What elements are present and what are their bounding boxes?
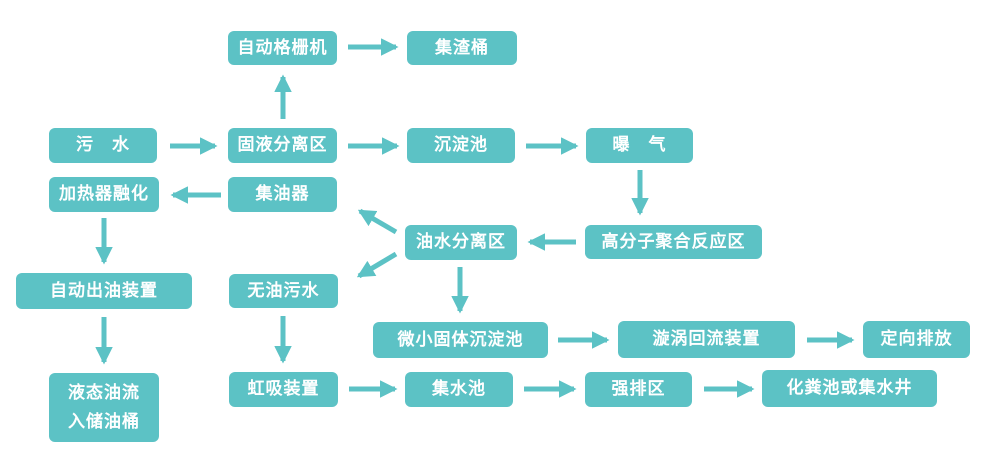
- node-oil-collector: 集油器: [228, 177, 337, 212]
- node-slag-bucket: 集渣桶: [407, 31, 517, 65]
- node-liquid-oil-to-storage: 液态油流 入储油桶: [49, 373, 159, 442]
- node-septic-tank-or-well: 化粪池或集水井: [762, 370, 937, 407]
- node-sedimentation-tank: 沉淀池: [407, 128, 515, 163]
- node-vortex-reflux-device: 漩涡回流装置: [618, 321, 795, 358]
- node-forced-drainage-zone: 强排区: [585, 372, 692, 407]
- node-siphon-device: 虹吸装置: [229, 372, 338, 407]
- node-heater-melting: 加热器融化: [49, 177, 159, 212]
- node-directional-discharge: 定向排放: [863, 321, 970, 358]
- node-solid-liquid-separation: 固液分离区: [228, 128, 337, 163]
- node-auto-oil-outlet: 自动出油装置: [16, 273, 192, 309]
- node-aeration: 曝 气: [586, 128, 693, 163]
- arrow-oil-water-separation-to-oil-free-sewage: [356, 251, 398, 279]
- node-oil-free-sewage: 无油污水: [229, 274, 338, 308]
- arrow-oil-water-separation-to-oil-collector: [357, 208, 398, 235]
- node-auto-screen-machine: 自动格栅机: [228, 31, 337, 65]
- node-oil-water-separation: 油水分离区: [405, 225, 517, 260]
- node-polymer-reaction-zone: 高分子聚合反应区: [585, 225, 762, 259]
- node-micro-solid-sedimentation: 微小固体沉淀池: [373, 322, 548, 358]
- node-sewage: 污 水: [49, 128, 157, 163]
- node-water-collection-pool: 集水池: [405, 372, 513, 407]
